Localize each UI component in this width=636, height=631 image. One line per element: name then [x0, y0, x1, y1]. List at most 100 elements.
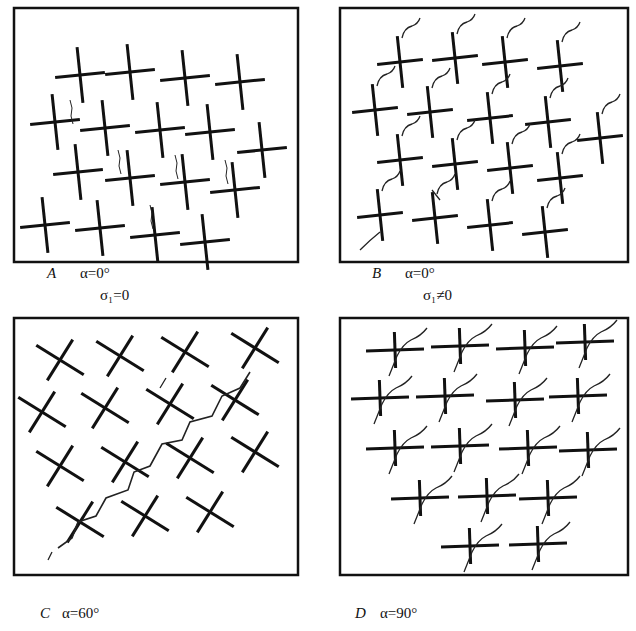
crack-line	[550, 78, 568, 98]
crack-line	[432, 68, 450, 88]
panel-frame	[340, 8, 628, 262]
fiber-cross	[508, 525, 567, 563]
fiber-cross	[440, 527, 499, 565]
fiber-cross	[50, 142, 106, 203]
fiber-cross	[24, 325, 97, 395]
parameter-label: σ₁=0	[100, 288, 129, 303]
crack-line	[602, 94, 620, 114]
crack-line	[389, 426, 427, 474]
fiber-cross	[464, 197, 515, 254]
fiber-cross	[72, 198, 128, 259]
crack-line	[509, 378, 547, 426]
crack-line	[70, 100, 73, 124]
crack-line	[454, 424, 492, 472]
fiber-cross	[149, 317, 222, 387]
crack-line	[402, 18, 420, 38]
fiber-cross	[109, 481, 182, 551]
fiber-cross	[89, 427, 162, 497]
crack-line	[402, 116, 420, 136]
fiber-cross	[132, 100, 188, 161]
panel-frame	[14, 318, 298, 575]
fiber-cross	[212, 52, 268, 113]
fiber-cross	[17, 195, 73, 256]
fiber-cross	[234, 120, 290, 181]
crack-line	[414, 476, 452, 524]
panel-letter: D	[355, 606, 366, 621]
fiber-cross	[6, 377, 79, 447]
fiber-cross	[374, 34, 425, 91]
crack-line	[507, 18, 525, 38]
crack-line	[150, 205, 153, 229]
fiber-cross	[199, 365, 272, 435]
crack-line	[454, 324, 492, 372]
fiber-cross	[484, 140, 535, 197]
crack-line	[562, 22, 580, 42]
crack-line	[457, 14, 475, 34]
fiber-cross	[102, 42, 158, 103]
fiber-cross	[548, 377, 607, 415]
fiber-cross	[365, 429, 424, 467]
panel-letter: B	[372, 266, 381, 281]
fiber-cross	[157, 152, 213, 213]
parameter-label: α=0°	[80, 266, 110, 281]
panel-letter: C	[40, 606, 50, 621]
crack-line	[48, 378, 166, 560]
crack-line	[582, 428, 620, 476]
crack-line	[522, 426, 560, 474]
crack-line	[572, 374, 610, 422]
crack-line	[225, 160, 228, 184]
fiber-cross	[495, 329, 554, 367]
crack-line	[519, 326, 557, 374]
fiber-cross	[518, 479, 577, 517]
fiber-cross	[404, 84, 455, 141]
fiber-cross	[430, 327, 489, 365]
fiber-cross	[77, 98, 133, 159]
fiber-cross	[219, 313, 292, 383]
fiber-cross	[430, 427, 489, 465]
crack-line	[512, 124, 530, 144]
fiber-cross	[52, 45, 108, 106]
crack-line	[374, 376, 412, 424]
fiber-cross	[457, 477, 516, 515]
fiber-cross	[390, 479, 449, 517]
crack-line	[492, 74, 510, 94]
fiber-cross	[354, 187, 405, 244]
panel-letter: A	[47, 266, 56, 281]
parameter-label: α=0°	[405, 266, 435, 281]
crack-line	[118, 150, 121, 174]
crack-line	[542, 476, 580, 524]
fiber-cross	[485, 381, 544, 419]
fiber-cross	[365, 331, 424, 369]
fiber-cross	[177, 212, 233, 273]
fiber-cross	[479, 34, 530, 91]
fiber-cross	[429, 136, 480, 193]
fiber-cross	[415, 377, 474, 415]
fiber-cross	[574, 110, 625, 167]
fiber-cross	[409, 190, 460, 247]
fiber-cross	[534, 150, 585, 207]
crack-line	[58, 372, 250, 548]
fiber-cross	[157, 48, 213, 109]
crack-line	[437, 174, 455, 194]
fiber-cross	[519, 204, 570, 261]
fiber-cross	[555, 323, 614, 361]
crack-line	[175, 155, 178, 179]
crack-line	[360, 190, 440, 250]
fiber-cross	[27, 92, 83, 153]
panel-frame	[340, 318, 628, 575]
fiber-cross	[134, 369, 207, 439]
crack-line	[492, 181, 510, 201]
fiber-cross	[464, 90, 515, 147]
fiber-cross	[102, 148, 158, 209]
fiber-cross	[498, 429, 557, 467]
fiber-cross	[154, 423, 227, 493]
crack-line	[464, 524, 502, 572]
fiber-cross	[84, 321, 157, 391]
crack-line	[579, 320, 617, 368]
parameter-label: α=60°	[62, 606, 99, 621]
crack-line	[547, 188, 565, 208]
fiber-cross	[174, 477, 247, 547]
parameter-label: σ₁≠0	[423, 288, 452, 303]
panel-frame	[14, 8, 298, 262]
